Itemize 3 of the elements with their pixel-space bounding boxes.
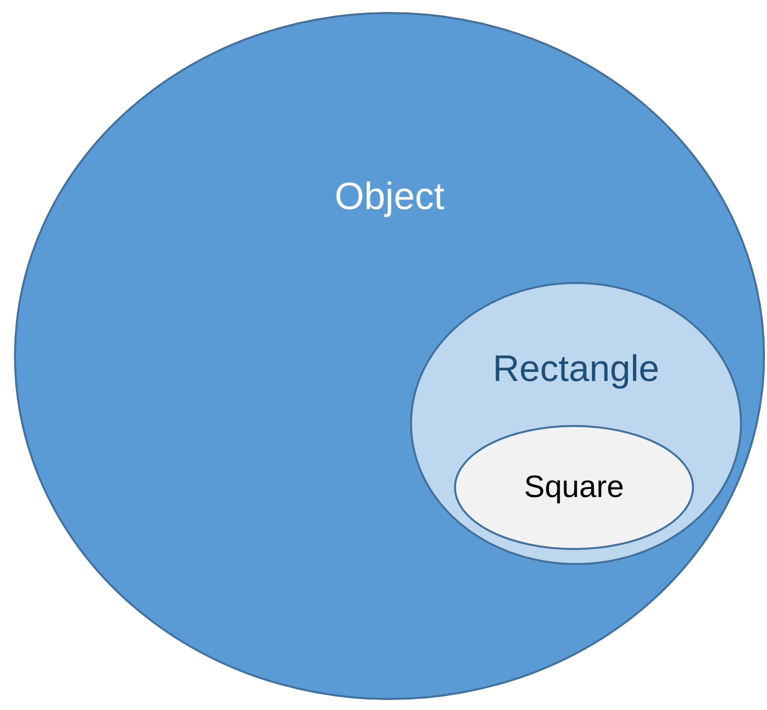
set-label: Rectangle: [492, 348, 660, 390]
set-label: Square: [524, 469, 624, 505]
set-label: Object: [334, 176, 444, 219]
